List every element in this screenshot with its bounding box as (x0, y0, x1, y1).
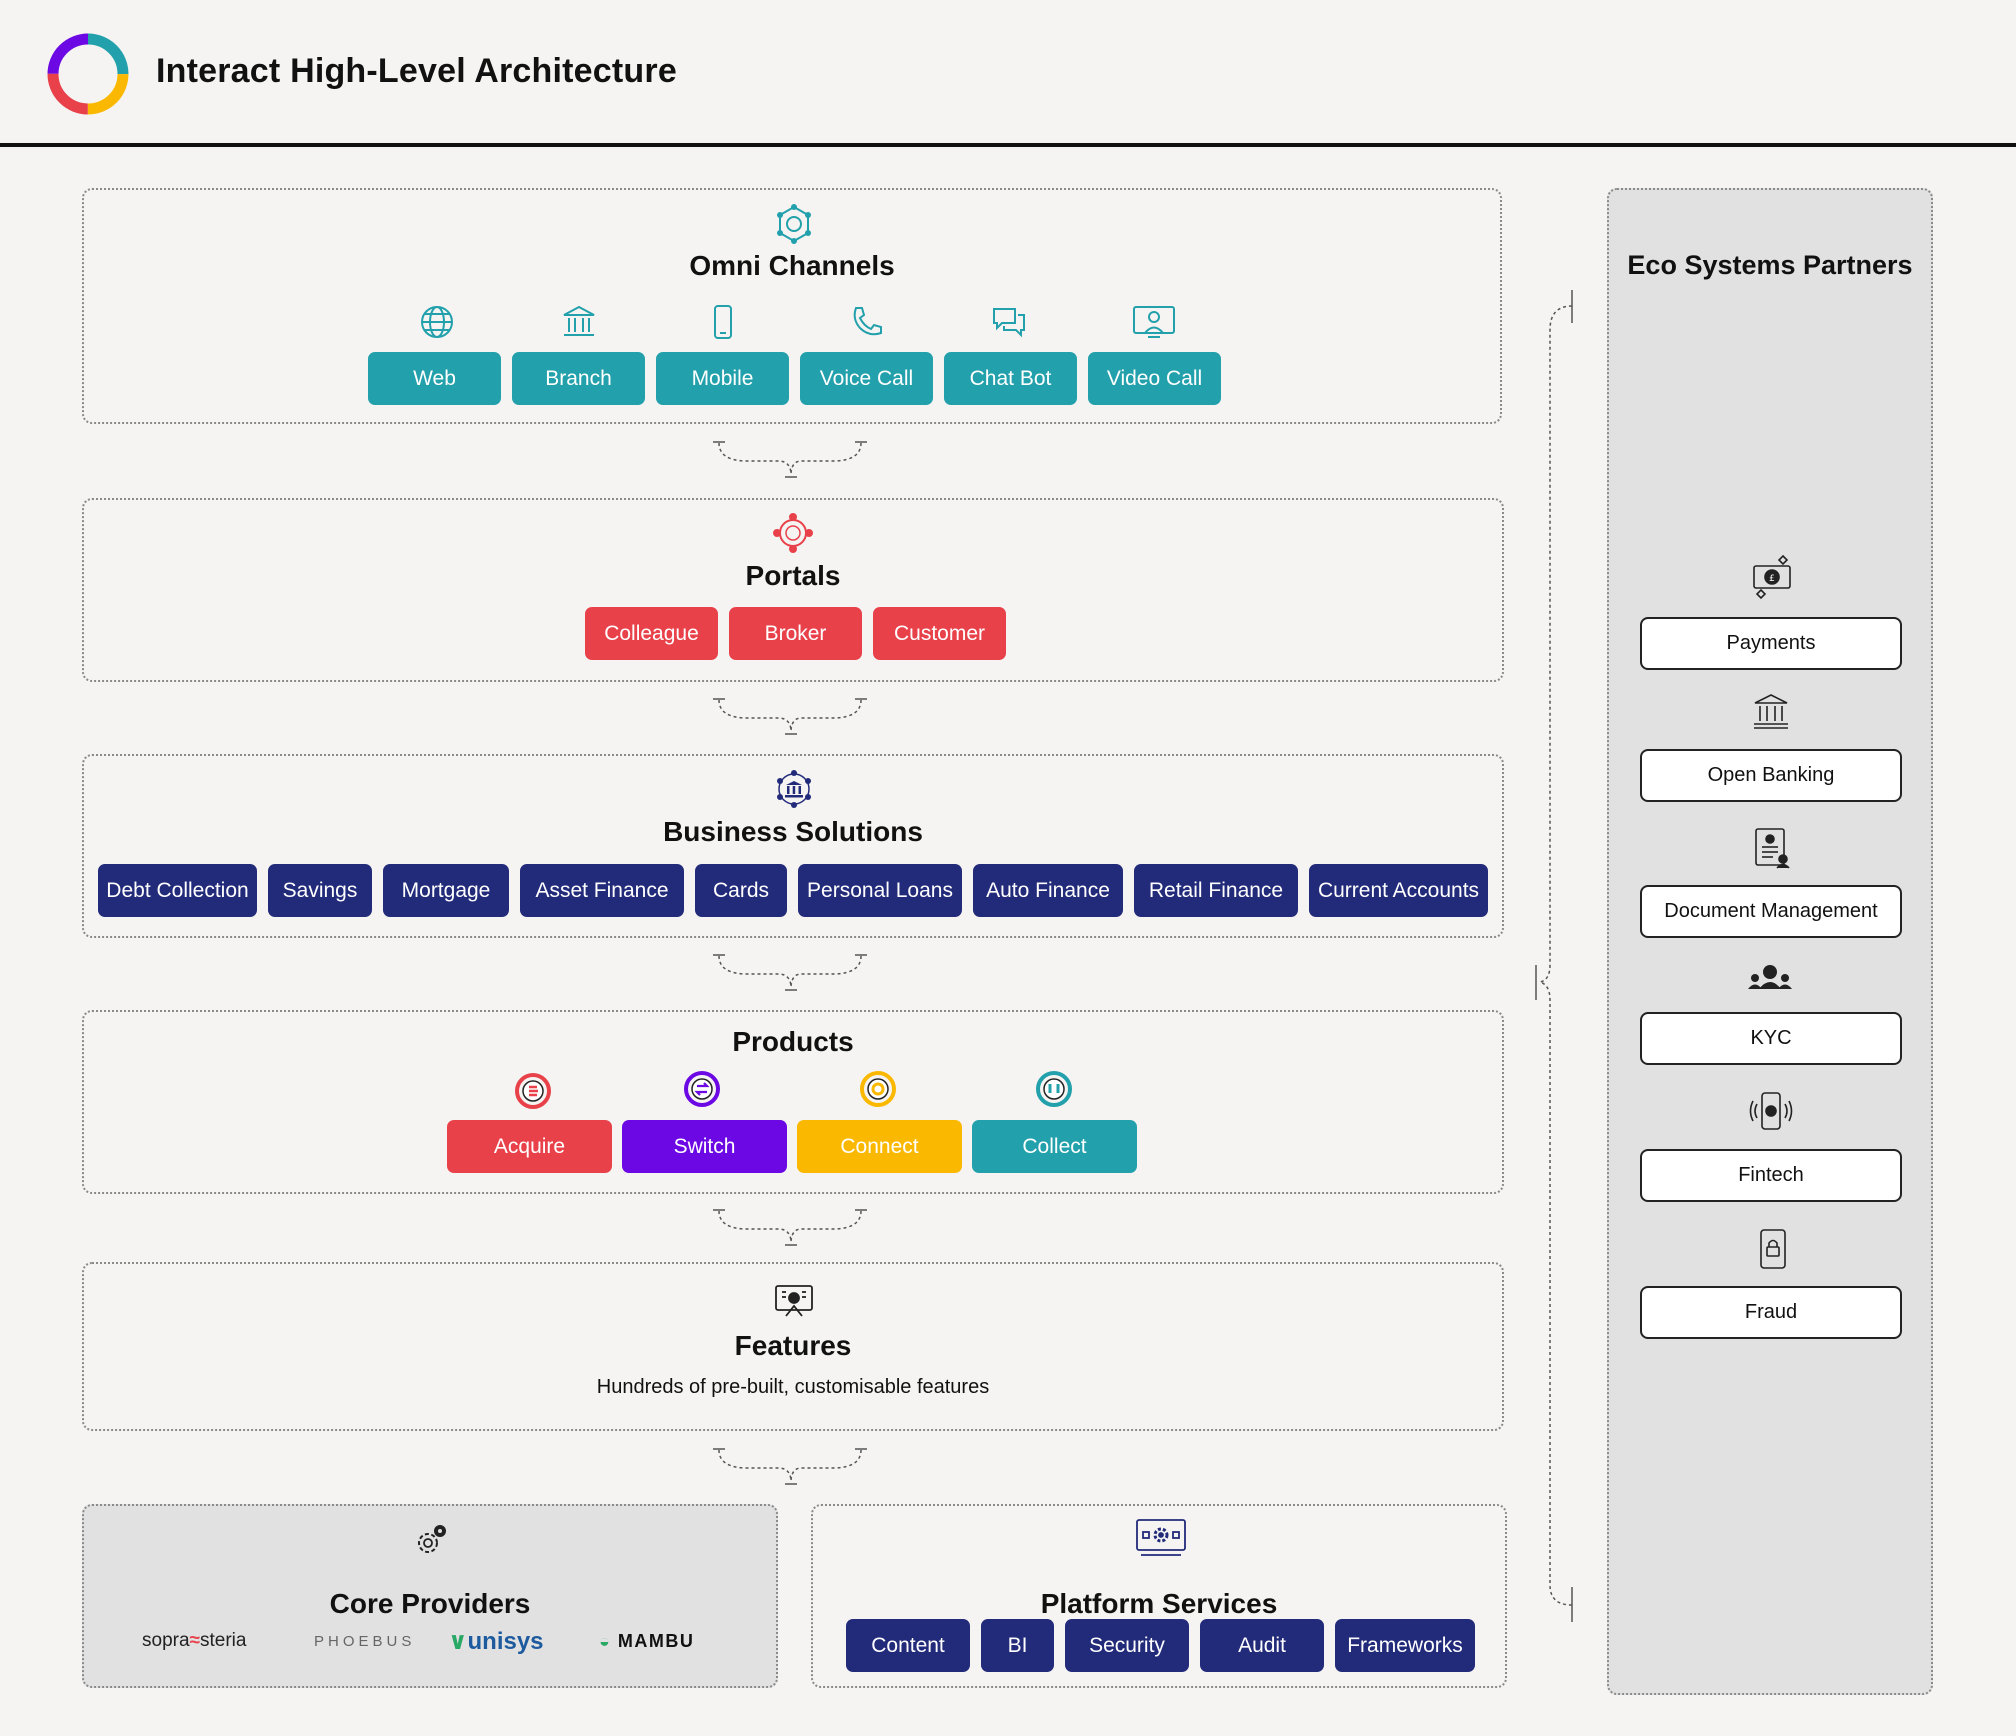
unisys-logo: ∨unisys (448, 1628, 544, 1655)
features-title: Features (734, 1330, 852, 1361)
solution-auto-finance-button[interactable]: Auto Finance (973, 864, 1123, 917)
fintech-device-icon (1749, 1092, 1793, 1130)
omni-channels-title: Omni Channels (689, 250, 895, 281)
channel-mobile-button[interactable]: Mobile (656, 352, 789, 405)
bank-icon (1754, 694, 1788, 729)
partner-payments-box[interactable]: Payments (1640, 617, 1902, 670)
service-security-button[interactable]: Security (1065, 1619, 1189, 1672)
svg-text:£: £ (1769, 574, 1775, 584)
partner-document-management-box[interactable]: Document Management (1640, 885, 1902, 938)
solution-debt-collection-button[interactable]: Debt Collection (98, 864, 257, 917)
omni-channels-section: Omni Channels Web Branch Mobile Voice Ca… (82, 188, 1502, 424)
partner-kyc-box[interactable]: KYC (1640, 1012, 1902, 1065)
people-icon (1748, 965, 1792, 989)
document-icon (1755, 828, 1790, 869)
core-providers-section: Core Providers sopra≈steria PHOEBUS ∨uni… (82, 1504, 778, 1688)
payment-icon: £ (1753, 554, 1791, 600)
header-divider (0, 143, 2016, 147)
service-content-button[interactable]: Content (846, 1619, 970, 1672)
video-call-icon (1133, 306, 1175, 338)
mobile-icon (714, 305, 732, 339)
chat-icon (993, 308, 1025, 338)
business-solutions-section: Business Solutions Debt Collection Savin… (82, 754, 1504, 938)
platform-services-section: Platform Services Content BI Security Au… (811, 1504, 1507, 1688)
features-dashboard-icon (775, 1285, 813, 1317)
partner-open-banking-box[interactable]: Open Banking (1640, 749, 1902, 802)
service-audit-button[interactable]: Audit (1200, 1619, 1324, 1672)
portals-title: Portals (745, 560, 841, 591)
features-subtitle: Hundreds of pre-built, customisable feat… (596, 1376, 990, 1398)
products-title: Products (732, 1026, 854, 1057)
globe-icon (421, 306, 453, 338)
bank-icon (563, 305, 595, 336)
header: Interact High-Level Architecture (0, 0, 2016, 146)
flow-connector (713, 441, 867, 478)
sopra-steria-logo: sopra≈steria (142, 1630, 247, 1651)
collect-logo-icon (1036, 1071, 1072, 1107)
portal-ring-icon (773, 513, 813, 553)
flow-connector (713, 1448, 867, 1485)
product-collect-button[interactable]: Collect (972, 1120, 1137, 1173)
solution-cards-button[interactable]: Cards (695, 864, 787, 917)
features-section: Features Hundreds of pre-built, customis… (82, 1262, 1504, 1431)
connect-logo-icon (860, 1071, 896, 1107)
solution-mortgage-button[interactable]: Mortgage (383, 864, 509, 917)
portal-colleague-button[interactable]: Colleague (585, 607, 718, 660)
core-providers-title: Core Providers (329, 1588, 531, 1619)
phoebus-logo: PHOEBUS (314, 1633, 416, 1650)
eco-systems-partners-panel: Eco Systems Partners £ Payments Open Ban… (1607, 188, 1933, 1695)
product-acquire-button[interactable]: Acquire (447, 1120, 612, 1173)
interact-logo-icon (47, 33, 129, 115)
partners-title: Eco Systems Partners (1627, 250, 1913, 280)
business-network-icon (777, 770, 811, 808)
channel-video-call-button[interactable]: Video Call (1088, 352, 1221, 405)
partners-bracket-connector (1535, 290, 1573, 1622)
phone-icon (853, 307, 882, 336)
channel-chat-bot-button[interactable]: Chat Bot (944, 352, 1077, 405)
channel-branch-button[interactable]: Branch (512, 352, 645, 405)
flow-connector (713, 698, 867, 735)
business-solutions-title: Business Solutions (663, 816, 923, 847)
mambu-logo: ◒ MAMBU (599, 1631, 695, 1651)
acquire-logo-icon (515, 1073, 551, 1109)
channel-voice-call-button[interactable]: Voice Call (800, 352, 933, 405)
solution-asset-finance-button[interactable]: Asset Finance (520, 864, 684, 917)
solution-retail-finance-button[interactable]: Retail Finance (1134, 864, 1298, 917)
gears-icon (418, 1525, 446, 1553)
product-connect-button[interactable]: Connect (797, 1120, 962, 1173)
network-icon (777, 204, 811, 244)
platform-settings-icon (1136, 1519, 1186, 1556)
partner-fintech-box[interactable]: Fintech (1640, 1149, 1902, 1202)
service-frameworks-button[interactable]: Frameworks (1335, 1619, 1475, 1672)
page-title: Interact High-Level Architecture (156, 52, 677, 90)
solution-personal-loans-button[interactable]: Personal Loans (798, 864, 962, 917)
solution-current-accounts-button[interactable]: Current Accounts (1309, 864, 1488, 917)
flow-connector (713, 954, 867, 991)
flow-connector (713, 1209, 867, 1246)
products-section: Products Acquire Switch Connect Collect (82, 1010, 1504, 1194)
portal-customer-button[interactable]: Customer (873, 607, 1006, 660)
switch-logo-icon (684, 1071, 720, 1107)
platform-services-title: Platform Services (1040, 1588, 1278, 1619)
lock-device-icon (1760, 1229, 1786, 1269)
service-bi-button[interactable]: BI (981, 1619, 1054, 1672)
portals-section: Portals Colleague Broker Customer (82, 498, 1504, 682)
partner-fraud-box[interactable]: Fraud (1640, 1286, 1902, 1339)
portal-broker-button[interactable]: Broker (729, 607, 862, 660)
product-switch-button[interactable]: Switch (622, 1120, 787, 1173)
channel-web-button[interactable]: Web (368, 352, 501, 405)
solution-savings-button[interactable]: Savings (268, 864, 372, 917)
